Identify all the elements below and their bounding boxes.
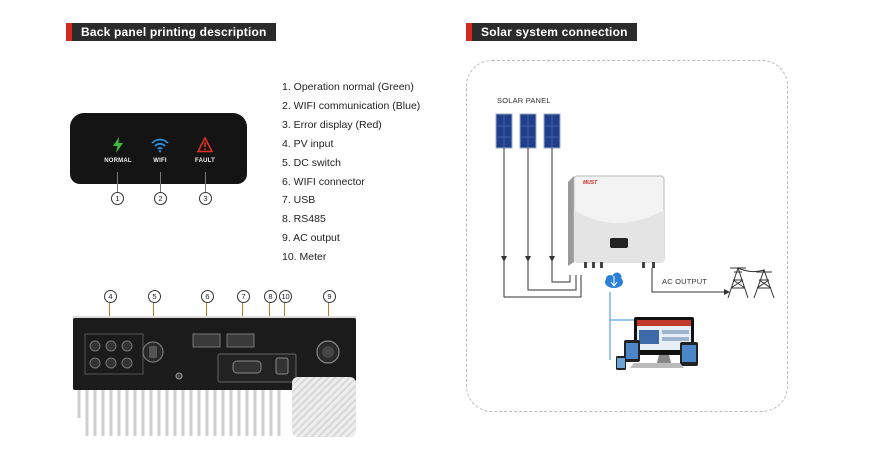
normal-label: NORMAL <box>104 158 132 164</box>
wifi-indicator: WIFI <box>140 137 180 164</box>
list-item: 5. DC switch <box>282 156 341 169</box>
callout-6: 6 <box>201 290 214 303</box>
fault-indicator: FAULT <box>185 137 225 164</box>
list-item: 2. WIFI communication (Blue) <box>282 99 421 112</box>
back-panel-section-title: Back panel printing description <box>66 23 276 41</box>
cloud-icon <box>605 272 623 288</box>
connection-diagram-frame <box>466 60 788 412</box>
callout-2: 2 <box>154 192 167 205</box>
list-item: 4. PV input <box>282 137 334 150</box>
back-panel-title-text: Back panel printing description <box>72 23 276 41</box>
title-accent-bar <box>466 23 472 41</box>
list-item: 3. Error display (Red) <box>282 118 382 131</box>
fault-label: FAULT <box>195 158 215 164</box>
connector-panel-drawing <box>84 333 340 383</box>
inverter-brand: MUST <box>583 180 598 186</box>
lightning-icon <box>113 137 123 153</box>
callout-1: 1 <box>111 192 124 205</box>
solar-panel-icon <box>495 113 561 149</box>
warning-icon <box>197 137 213 153</box>
callout-line <box>117 172 118 192</box>
normal-indicator: NORMAL <box>98 137 138 164</box>
list-item: 9. AC output <box>282 232 340 245</box>
power-tower-icon <box>727 266 775 299</box>
inverter-icon <box>568 175 665 268</box>
inverter-bottom-panel <box>73 318 356 390</box>
solar-system-title-text: Solar system connection <box>472 23 637 41</box>
callout-5: 5 <box>148 290 161 303</box>
callout-line <box>160 172 161 192</box>
fan-grille <box>292 377 356 437</box>
connection-diagram <box>495 113 775 370</box>
callout-7: 7 <box>237 290 250 303</box>
led-indicator-panel: NORMAL WIFI FAULT <box>70 113 247 184</box>
wifi-label: WIFI <box>153 158 167 164</box>
callout-9: 9 <box>323 290 336 303</box>
list-item: 6. WIFI connector <box>282 175 365 188</box>
list-item: 7. USB <box>282 194 316 207</box>
list-item: 8. RS485 <box>282 213 326 226</box>
callout-8: 8 <box>264 290 277 303</box>
monitoring-devices-icon <box>616 317 698 370</box>
heatsink-fins <box>77 390 281 436</box>
ac-output-label: AC OUTPUT <box>662 277 708 286</box>
solar-panel-label: SOLAR PANEL <box>497 96 551 105</box>
callout-4: 4 <box>104 290 117 303</box>
callout-10: 10 <box>279 290 292 303</box>
callout-3: 3 <box>199 192 212 205</box>
wifi-icon <box>151 138 169 153</box>
callout-line <box>205 172 206 192</box>
description-list: 1. Operation normal (Green) 2. WIFI comm… <box>282 78 420 267</box>
title-accent-bar <box>66 23 72 41</box>
list-item: 1. Operation normal (Green) <box>282 81 414 93</box>
list-item: 10. Meter <box>282 251 327 264</box>
solar-system-section-title: Solar system connection <box>466 23 637 41</box>
